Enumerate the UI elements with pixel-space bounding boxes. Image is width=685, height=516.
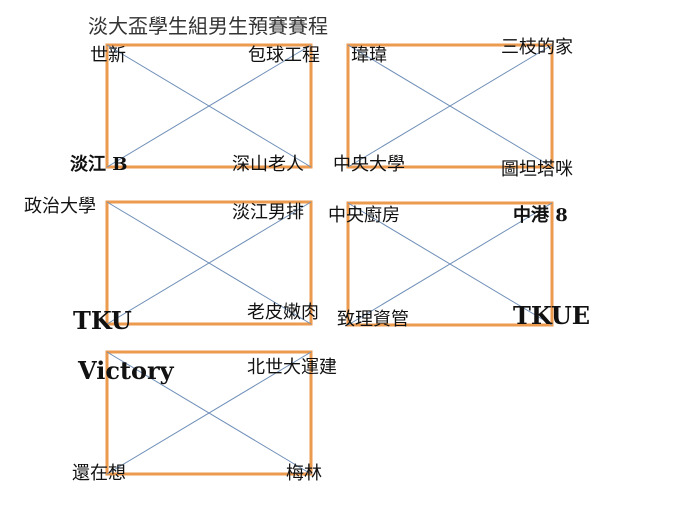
group-4-diagonal-b	[347, 202, 553, 326]
group-2-diagonal-b	[347, 44, 553, 168]
group-5-team-top-right: 北世大運建	[247, 357, 337, 378]
group-3-team-bottom-right: 老皮嫩肉	[247, 302, 319, 323]
group-4-team-bottom-right: TKUE	[513, 301, 591, 330]
group-3-team-top-left: 政治大學	[24, 196, 96, 217]
group-3-box	[105, 200, 313, 326]
group-5-team-top-left: Victory	[78, 356, 174, 385]
group-1-team-bottom-left: 淡江 B	[70, 154, 128, 175]
group-4-frame	[346, 201, 554, 327]
group-5-team-bottom-right: 梅林	[286, 463, 322, 484]
group-4-team-top-right: 中港 8	[513, 205, 568, 226]
group-3-team-top-right: 淡江男排	[232, 202, 304, 223]
group-1-box	[105, 43, 313, 169]
group-5-team-bottom-left: 還在想	[72, 463, 126, 484]
group-5-diagonal-b	[106, 351, 312, 475]
group-1-team-bottom-right: 深山老人	[232, 154, 304, 175]
group-4-team-top-left: 中央廚房	[328, 205, 400, 226]
group-3-frame	[105, 200, 313, 326]
group-3-diagonal-b	[106, 201, 312, 325]
group-1-team-top-right: 包球工程	[248, 45, 320, 66]
group-2-frame	[346, 43, 554, 169]
group-1-frame	[105, 43, 313, 169]
group-3-team-bottom-left: TKU	[73, 306, 132, 335]
group-2-team-bottom-left: 中央大學	[333, 154, 405, 175]
group-4-box	[346, 201, 554, 327]
group-2-team-top-left: 瑋瑋	[351, 45, 387, 66]
group-5-box	[105, 350, 313, 476]
group-2-team-bottom-right: 圖坦塔咪	[501, 159, 573, 180]
group-1-team-top-left: 世新	[90, 45, 126, 66]
group-2-box	[346, 43, 554, 169]
group-2-team-top-right: 三枝的家	[501, 37, 573, 58]
page-title: 淡大盃學生組男生預賽賽程	[88, 14, 328, 38]
group-1-diagonal-b	[106, 44, 312, 168]
group-4-team-bottom-left: 致理資管	[337, 309, 409, 330]
group-5-frame	[105, 350, 313, 476]
